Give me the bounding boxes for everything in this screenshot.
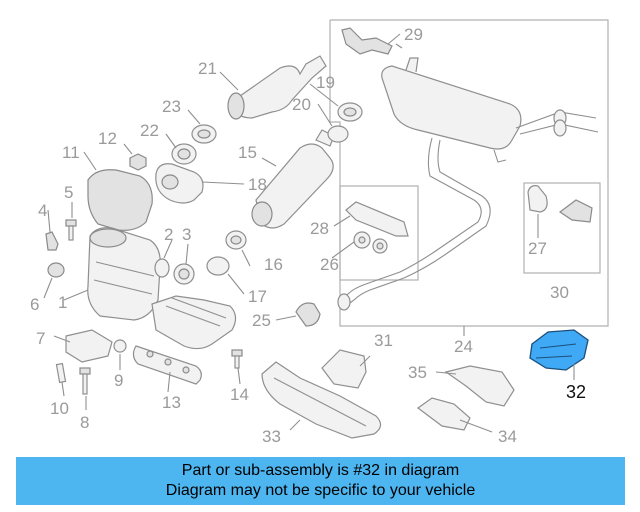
banner-line-1: Part or sub-assembly is #32 in diagram (181, 462, 460, 479)
callout-28: 28 (310, 219, 329, 238)
callout-17: 17 (248, 287, 267, 306)
turbo-manifold-1 (87, 227, 161, 321)
callout-1: 1 (58, 293, 67, 312)
subframe-26-28 (339, 185, 419, 281)
callout-34: 34 (498, 427, 517, 446)
callout-26: 26 (320, 255, 339, 274)
callout-3: 3 (182, 225, 191, 244)
callout-8: 8 (80, 413, 89, 432)
callout-22: 22 (140, 121, 159, 140)
callout-20: 20 (292, 95, 311, 114)
callout-24: 24 (454, 337, 473, 356)
heat-shield-33 (261, 361, 382, 439)
exhaust-parts-diagram: 1 2 3 4 5 6 7 8 9 10 11 12 13 14 15 16 1… (30, 19, 609, 446)
callout-21: 21 (198, 59, 217, 78)
leader-lines (43, 33, 575, 433)
gasket-2 (154, 258, 170, 278)
callout-29: 29 (404, 25, 423, 44)
callout-7: 7 (36, 329, 45, 348)
callout-13: 13 (162, 393, 181, 412)
gasket-17 (206, 256, 230, 276)
info-banner: Part or sub-assembly is #32 in diagram D… (16, 457, 625, 505)
callout-9: 9 (114, 371, 123, 390)
callout-2: 2 (164, 225, 173, 244)
banner-line-2: Diagram may not be specific to your vehi… (165, 482, 476, 499)
gasket-20 (327, 125, 349, 143)
callout-6: 6 (30, 295, 39, 314)
callout-4: 4 (38, 201, 47, 220)
callout-labels: 1 2 3 4 5 6 7 8 9 10 11 12 13 14 15 16 1… (30, 25, 586, 446)
bolt-14 (231, 349, 243, 369)
bushing-6 (47, 262, 65, 278)
callout-14: 14 (230, 385, 249, 404)
turbo-outlet-18 (155, 163, 204, 204)
bracket-7 (65, 329, 113, 363)
clamp-22 (171, 143, 197, 165)
callout-31: 31 (374, 331, 393, 350)
center-pipe (339, 137, 491, 307)
washer-9 (113, 339, 127, 353)
bolt-8 (79, 367, 91, 395)
callout-30: 30 (550, 283, 569, 302)
callout-19: 19 (316, 73, 335, 92)
callout-27: 27 (528, 239, 547, 258)
bracket-29 (341, 27, 393, 55)
front-pipe-21 (227, 55, 327, 120)
callout-35: 35 (408, 363, 427, 382)
heat-shield-35 (444, 365, 515, 407)
callout-33: 33 (262, 427, 281, 446)
clamp-25 (295, 302, 321, 327)
heat-shield-32-highlighted (529, 329, 589, 371)
converter-15 (251, 129, 335, 229)
bolt-5 (65, 219, 77, 241)
subframe-27-30 (523, 182, 601, 274)
callout-18: 18 (248, 175, 267, 194)
rear-muffler (381, 57, 599, 163)
stud-10 (55, 362, 67, 384)
callout-16: 16 (264, 255, 283, 274)
heat-shield-31 (321, 349, 367, 389)
hanger-27 (527, 185, 593, 223)
exhaust-manifold (151, 295, 237, 350)
hanger-28 (345, 201, 409, 254)
callout-15: 15 (238, 143, 257, 162)
heat-shield-11 (87, 169, 153, 231)
callout-12: 12 (98, 129, 117, 148)
callout-32: 32 (566, 382, 586, 402)
callout-25: 25 (252, 311, 271, 330)
callout-10: 10 (50, 399, 69, 418)
heat-shield-34 (416, 397, 471, 431)
bracket-4 (45, 231, 59, 251)
callout-5: 5 (64, 183, 73, 202)
nut-12 (129, 153, 147, 171)
callout-11: 11 (62, 143, 80, 162)
callout-23: 23 (162, 97, 181, 116)
pipe-flange (337, 293, 351, 311)
